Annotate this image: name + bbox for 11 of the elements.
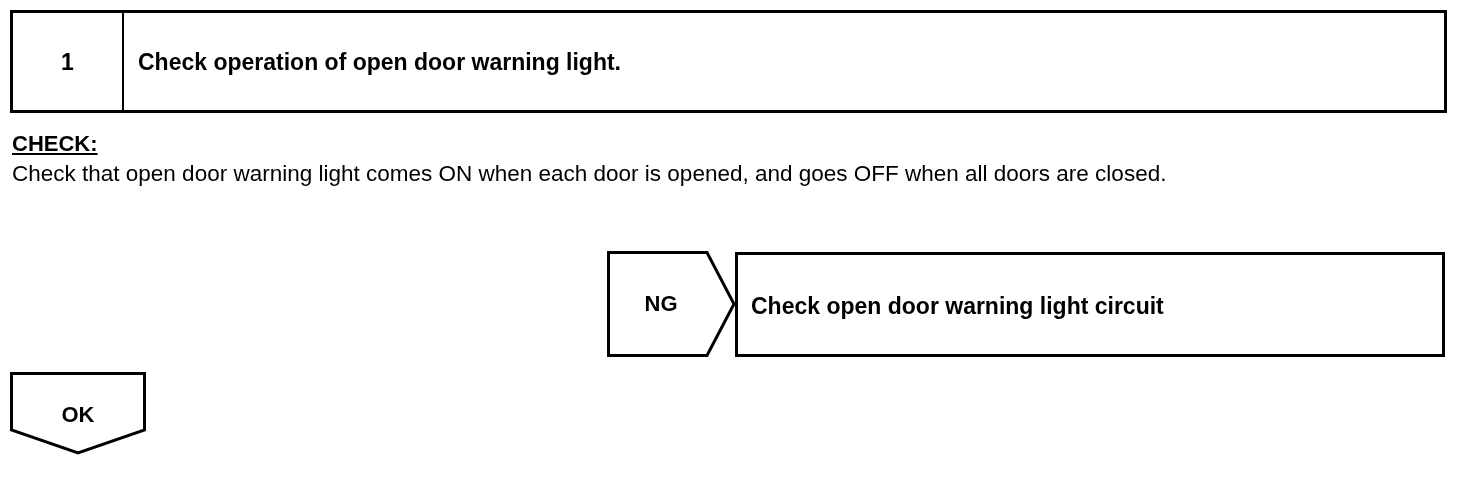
result-label: NG	[643, 291, 679, 317]
check-heading: CHECK:	[12, 131, 98, 157]
check-instruction: Check that open door warning light comes ON when each door is opened, and goes OFF when all doors are closed.	[12, 160, 1168, 187]
step-header-box	[10, 10, 1447, 113]
result-tab	[607, 251, 735, 357]
action-box	[735, 252, 1445, 357]
result-label: OK	[60, 402, 96, 428]
step-number: 1	[60, 49, 75, 76]
result-tab	[10, 372, 146, 454]
action-text: Check open door warning light circuit	[751, 293, 1164, 320]
step-title: Check operation of open door warning light.	[138, 49, 621, 76]
